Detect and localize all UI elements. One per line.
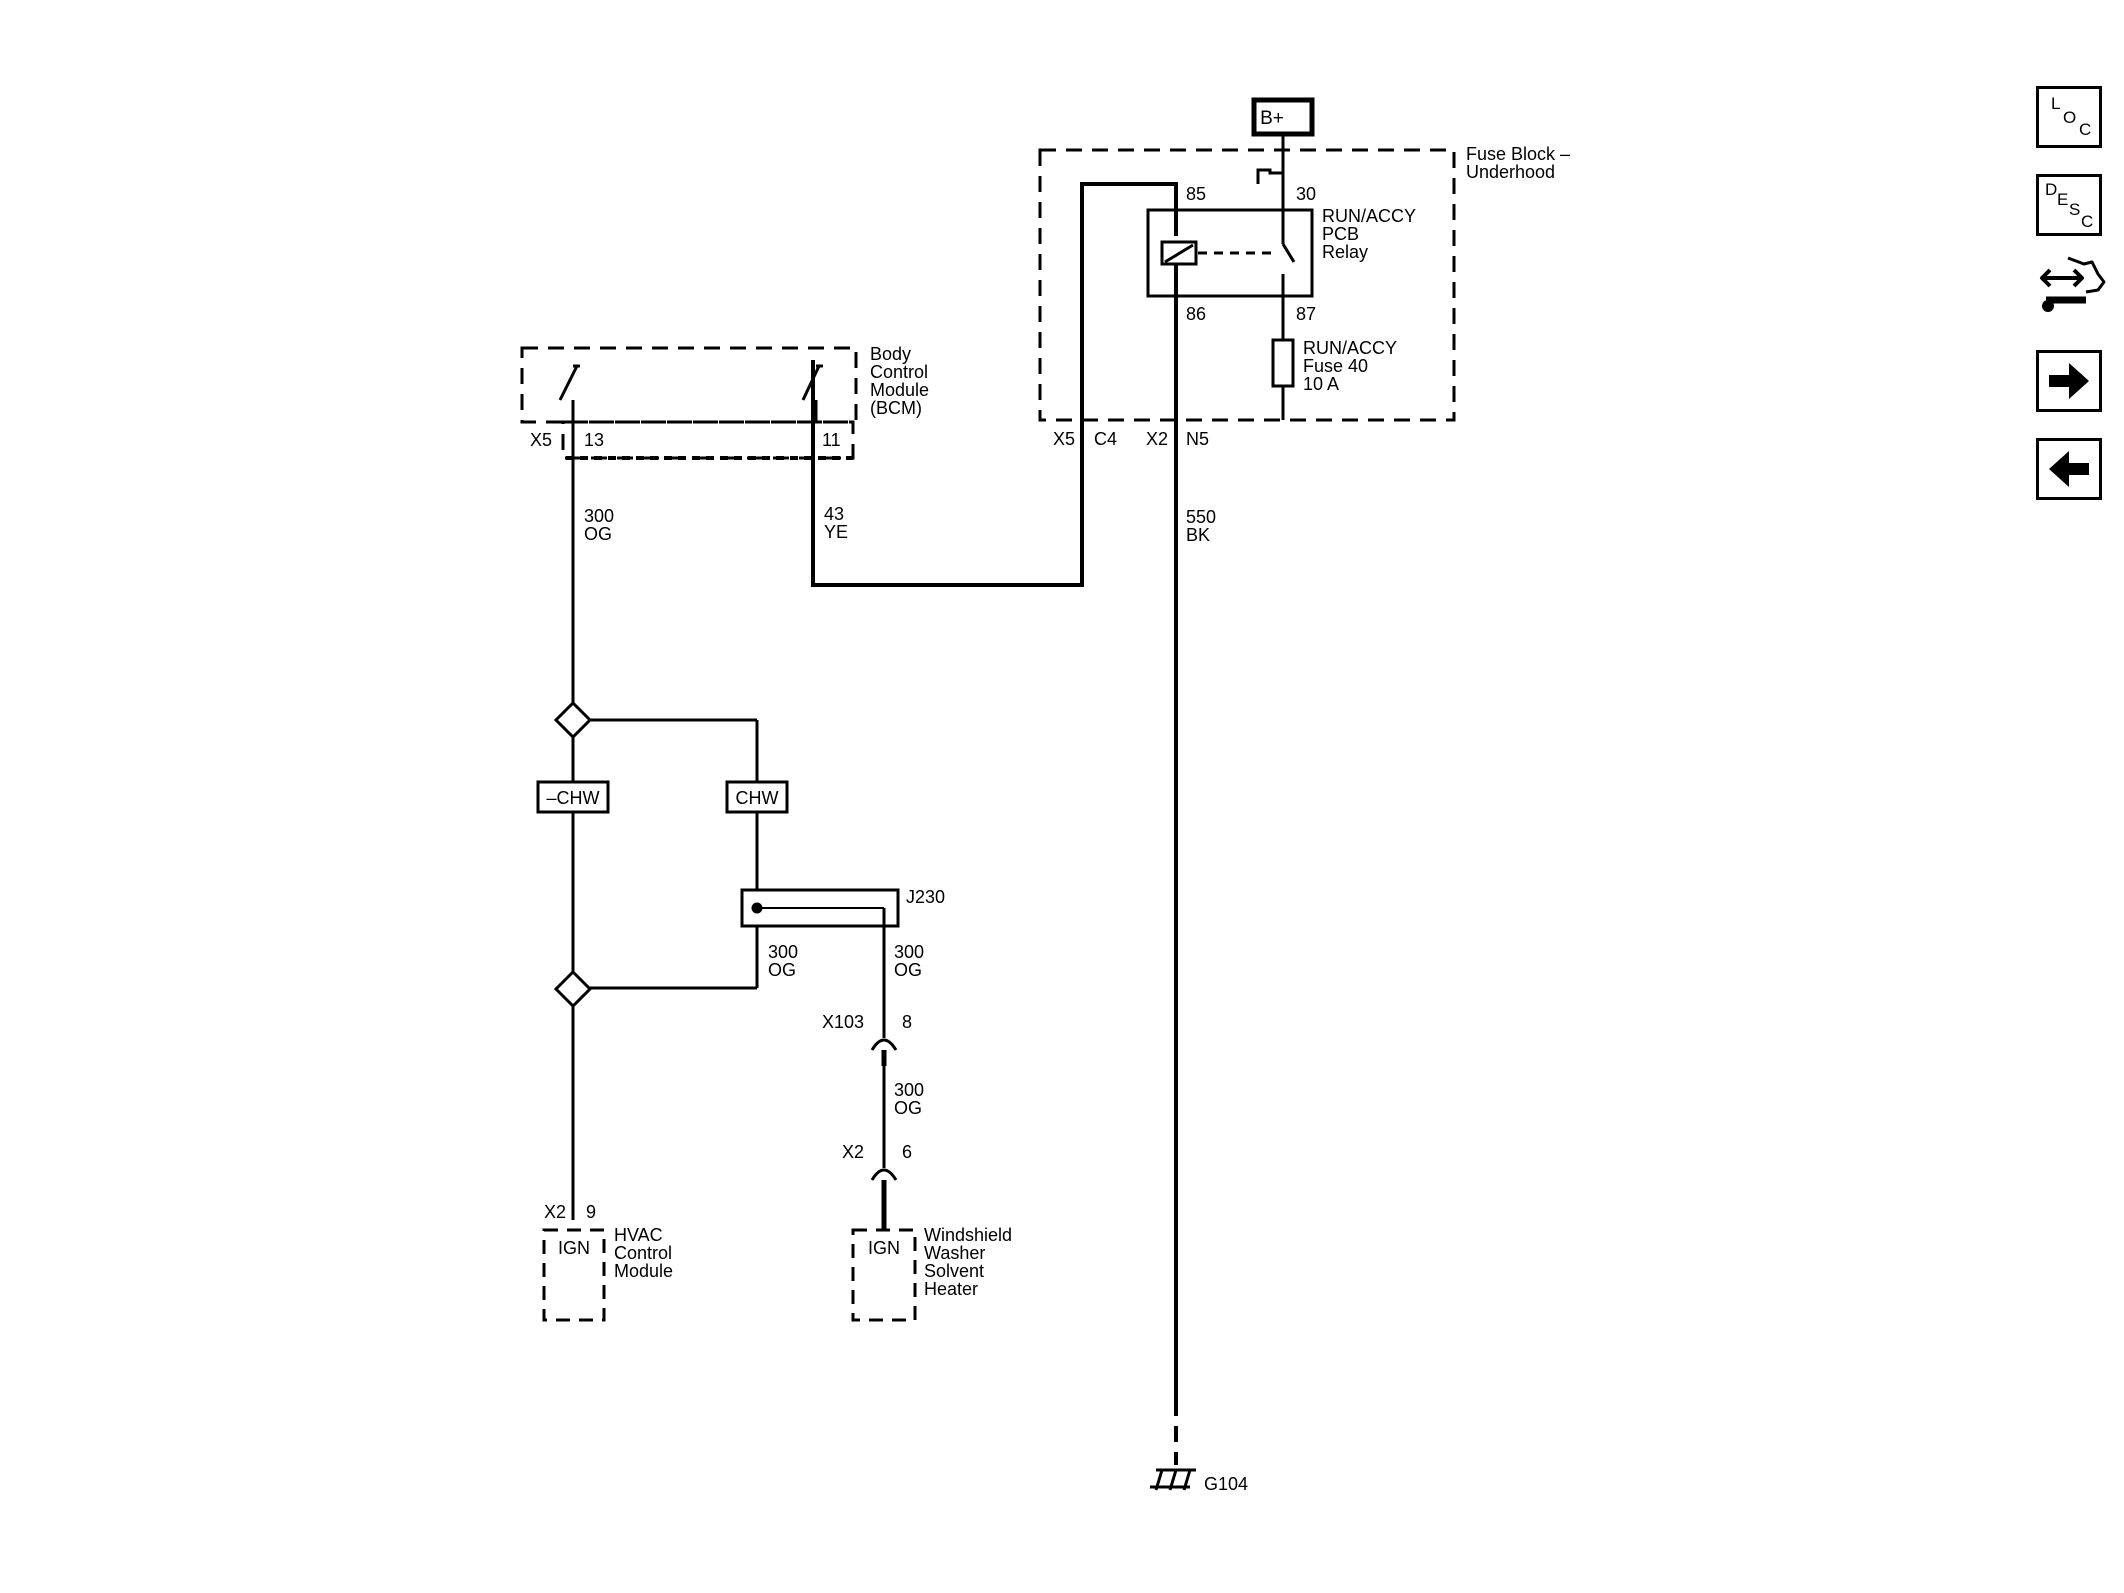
inline-connector-x2	[870, 1168, 898, 1230]
bcm-connector-outline	[561, 420, 855, 460]
ground-symbol	[1150, 1468, 1196, 1491]
wire-43-ye	[811, 182, 1178, 587]
washer-heater-outline	[851, 1228, 917, 1322]
splice-right-circuit: 300	[894, 942, 924, 962]
hvac-name-2: Control	[614, 1243, 672, 1263]
relay-name-2: PCB	[1322, 224, 1359, 244]
fb-connector-x5: X5	[1053, 429, 1075, 449]
next-button[interactable]	[2036, 350, 2102, 412]
fuse-name-2: Fuse 40	[1303, 356, 1368, 376]
desc-letter-1: D	[2045, 180, 2058, 199]
option-split-diamond-upper	[553, 700, 593, 740]
ground-label: G104	[1204, 1474, 1248, 1494]
option-join-diamond-lower	[553, 969, 593, 1009]
wire-300-color: OG	[584, 524, 612, 544]
relay-coil	[1160, 240, 1198, 266]
fb-pin-n5: N5	[1186, 429, 1209, 449]
fuse-rating: 10 A	[1303, 374, 1339, 394]
desc-letter-4: C	[2081, 212, 2094, 231]
relay-pin-86: 86	[1186, 304, 1206, 324]
bcm-name-4: (BCM)	[870, 398, 922, 418]
fb-pin-c4: C4	[1094, 429, 1117, 449]
bcm-outline	[520, 346, 858, 424]
bcm-pin-11: 11	[822, 430, 841, 450]
splice-node	[751, 902, 763, 914]
splice-name: J230	[906, 887, 945, 907]
hvac-terminal-label: IGN	[558, 1238, 590, 1258]
wire-300-circuit: 300	[584, 506, 614, 526]
hvac-name-1: HVAC	[614, 1225, 663, 1245]
x103-pin-label: 8	[902, 1012, 912, 1032]
inline-connector-x103	[870, 1038, 898, 1066]
x2-connector-label: X2	[842, 1142, 864, 1162]
x103-connector-label: X103	[822, 1012, 864, 1032]
fusible-link	[1256, 168, 1283, 184]
hvac-connector-label: X2	[544, 1202, 566, 1222]
relay-switch-contact	[1281, 243, 1296, 263]
fuse-block-outline	[1038, 148, 1456, 422]
option-chw-label: CHW	[736, 788, 779, 808]
fuse-40-symbol	[1271, 338, 1295, 388]
washer-name-1: Windshield	[924, 1225, 1012, 1245]
relay-name-1: RUN/ACCY	[1322, 206, 1416, 226]
relay-pin-85: 85	[1186, 184, 1206, 204]
bcm-connector-x5: X5	[530, 430, 552, 450]
desc-button[interactable]: D E S C	[2036, 174, 2102, 236]
hvac-module-outline	[542, 1228, 606, 1322]
washer-terminal-label: IGN	[868, 1238, 900, 1258]
splice-pack-j230	[740, 888, 900, 928]
relay-outline	[1146, 208, 1314, 298]
connector-tools-button[interactable]	[2036, 254, 2106, 320]
washer-name-3: Solvent	[924, 1261, 984, 1281]
wire-43-circuit: 43	[824, 504, 844, 524]
battery-positive-symbol	[1251, 97, 1315, 137]
back-button[interactable]	[2036, 438, 2102, 500]
x103-wire-color: OG	[894, 1098, 922, 1118]
splice-left-circuit: 300	[768, 942, 798, 962]
splice-left-color: OG	[768, 960, 796, 980]
bcm-name-2: Control	[870, 362, 928, 382]
wire-43-color: YE	[824, 522, 848, 542]
arrow-right-icon	[2049, 363, 2089, 399]
option-no-chw-label: –CHW	[547, 788, 600, 808]
fb-connector-x2: X2	[1146, 429, 1168, 449]
bplus-label: B+	[1260, 108, 1284, 129]
fuse-block-title-2: Underhood	[1466, 162, 1555, 182]
relay-name-3: Relay	[1322, 242, 1368, 262]
hvac-pin-label: 9	[586, 1202, 596, 1222]
bcm-pin-13: 13	[584, 430, 604, 450]
fuse-block-title-1: Fuse Block –	[1466, 144, 1570, 164]
bcm-switch-11	[801, 364, 823, 422]
bcm-switch-13	[558, 364, 580, 422]
hvac-name-3: Module	[614, 1261, 673, 1281]
washer-name-4: Heater	[924, 1279, 978, 1299]
loc-letter-1: L	[2051, 94, 2061, 113]
arrow-left-icon	[2049, 451, 2089, 487]
relay-pin-87: 87	[1296, 304, 1316, 324]
wire-550-circuit: 550	[1186, 507, 1216, 527]
loc-letter-3: C	[2079, 120, 2092, 139]
desc-letter-2: E	[2057, 190, 2069, 209]
connector-tools-icon	[2040, 256, 2106, 312]
desc-letter-3: S	[2069, 200, 2081, 219]
bcm-name-1: Body	[870, 344, 911, 364]
bcm-name-3: Module	[870, 380, 929, 400]
fuse-name-1: RUN/ACCY	[1303, 338, 1397, 358]
x2-pin-label: 6	[902, 1142, 912, 1162]
washer-name-2: Washer	[924, 1243, 985, 1263]
x103-wire-circuit: 300	[894, 1080, 924, 1100]
relay-pin-30: 30	[1296, 184, 1316, 204]
splice-right-color: OG	[894, 960, 922, 980]
loc-letter-2: O	[2063, 108, 2077, 127]
wire-550-color: BK	[1186, 525, 1210, 545]
loc-button[interactable]: L O C	[2036, 86, 2102, 148]
